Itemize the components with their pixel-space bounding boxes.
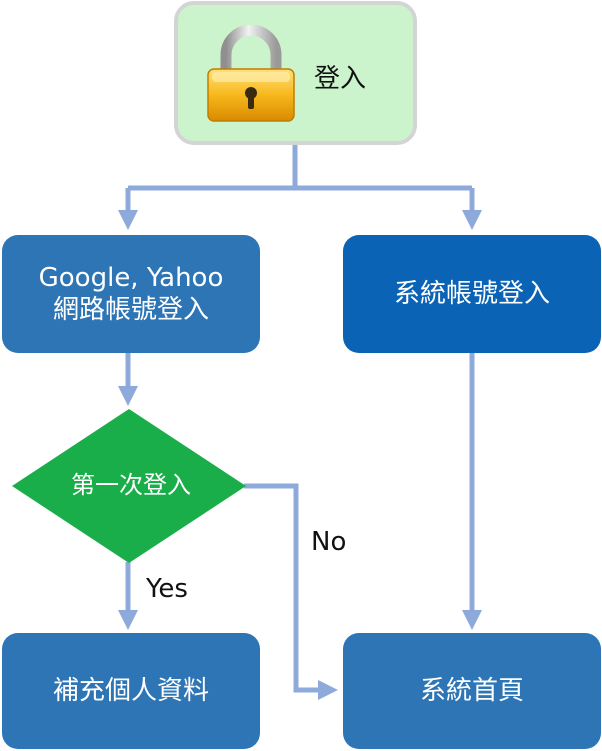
decision-node-label: 第一次登入 xyxy=(71,471,191,499)
system-login-label: 系統帳號登入 xyxy=(393,278,550,309)
process-node-system-login: 系統帳號登入 xyxy=(343,235,601,353)
start-node-login: 登入 xyxy=(174,1,417,145)
decision-node-first-login xyxy=(12,409,246,563)
edge-label-yes: Yes xyxy=(146,574,188,604)
home-label: 系統首頁 xyxy=(419,675,524,706)
profile-label: 補充個人資料 xyxy=(52,675,209,706)
start-node-label: 登入 xyxy=(314,64,367,94)
process-node-profile: 補充個人資料 xyxy=(2,633,260,749)
process-node-home: 系統首頁 xyxy=(343,633,601,749)
edge-label-no: No xyxy=(311,527,347,557)
connector-decision-no xyxy=(244,483,338,700)
google-login-label-line2: 網路帳號登入 xyxy=(52,295,209,325)
padlock-icon xyxy=(207,25,295,122)
google-login-label-line1: Google, Yahoo xyxy=(38,262,224,293)
process-node-google-login: Google, Yahoo 網路帳號登入 xyxy=(2,235,260,353)
